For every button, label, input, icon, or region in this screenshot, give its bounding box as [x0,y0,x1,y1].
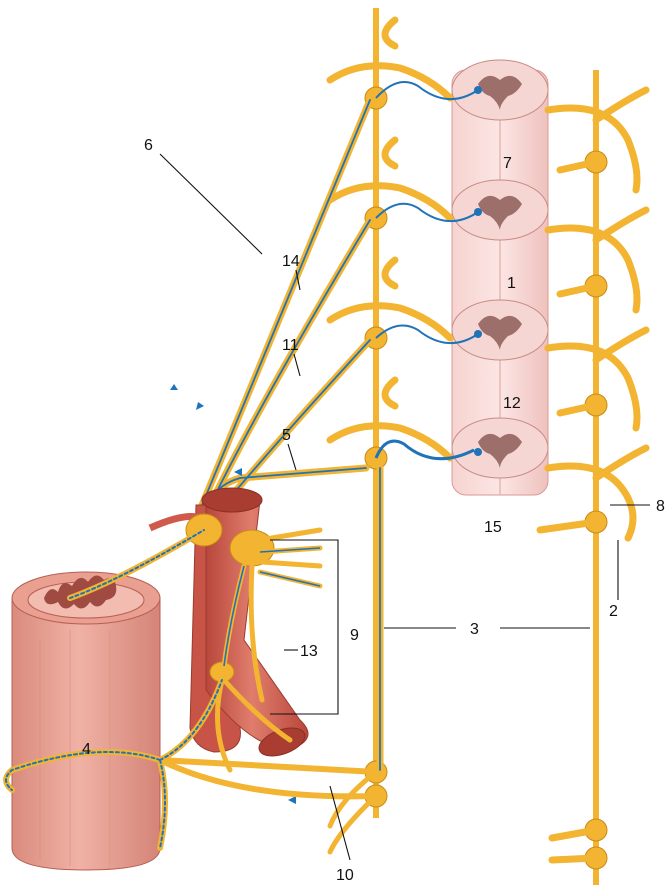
label-14: 14 [282,253,300,270]
label-2: 2 [609,603,618,620]
spinal-cord-segment-1 [452,60,548,120]
label-11: 11 [282,337,299,354]
spinal-cord-segment-4 [452,418,548,478]
spinal-cord-segment-2 [452,180,548,240]
label-1: 1 [507,275,516,292]
label-7: 7 [503,155,512,172]
spinal-cord-segment-3 [452,300,548,360]
label-13: 13 [300,643,318,660]
label-4: 4 [82,741,91,758]
label-15: 15 [484,519,502,536]
label-6: 6 [144,137,153,154]
fiber-arrow-icon [170,384,178,390]
intestine [12,572,160,870]
fiber-arrow-icon [234,468,242,476]
right-sympathetic-trunk [540,70,646,885]
spinal-cord [452,60,548,495]
label-8: 8 [656,498,665,515]
fiber-arrow-icon [196,402,204,410]
label-5: 5 [282,427,291,444]
label-12: 12 [503,395,521,412]
label-10: 10 [336,867,354,884]
fiber-arrow-icon [288,796,296,804]
label-9: 9 [350,627,359,644]
label-3: 3 [470,621,479,638]
